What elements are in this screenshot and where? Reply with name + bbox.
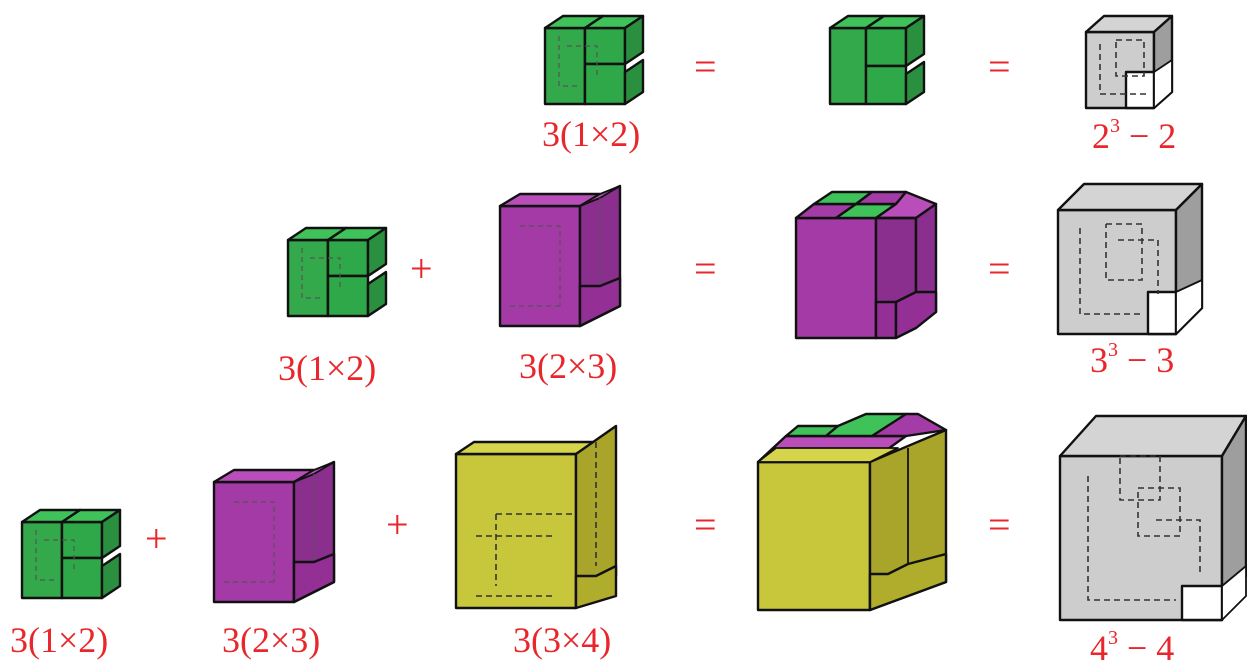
row2-term1-label: 3(1×2): [278, 348, 376, 388]
row2-equals-2: =: [988, 246, 1011, 291]
row2-result-label: 33 − 3: [1090, 339, 1174, 380]
row3-combined-block: [756, 412, 948, 612]
row1-result-label: 23 − 2: [1092, 115, 1176, 156]
row1-green-solid-block: [828, 14, 926, 106]
row1-gray-cube: [1084, 14, 1174, 110]
row3-equals-1: =: [694, 502, 717, 547]
row3-purple-block: [212, 460, 336, 604]
row3-green-block: [20, 508, 122, 600]
row2-combined-block: [794, 190, 938, 340]
row3-term3-label: 3(3×4): [513, 620, 611, 660]
row1-term1-label: 3(1×2): [542, 114, 640, 154]
row2-term2-label: 3(2×3): [519, 346, 617, 386]
row2-gray-cube: [1056, 182, 1204, 336]
row2-equals-1: =: [694, 246, 717, 291]
row3-plus-1: +: [145, 516, 168, 561]
row2-plus-1: +: [410, 246, 433, 291]
row1-green-block: [543, 14, 645, 106]
row3-equals-2: =: [988, 502, 1011, 547]
row2-purple-block: [498, 184, 622, 328]
row1-equals-2: =: [988, 44, 1011, 89]
row2-green-block: [286, 226, 388, 318]
row3-plus-2: +: [386, 502, 409, 547]
row3-gray-cube: [1058, 414, 1247, 622]
row3-term2-label: 3(2×3): [222, 620, 320, 660]
row3-result-label: 43 − 4: [1090, 627, 1174, 664]
row1-equals-1: =: [694, 44, 717, 89]
row3-yellow-block: [454, 424, 618, 610]
row3-term1-label: 3(1×2): [10, 620, 108, 660]
